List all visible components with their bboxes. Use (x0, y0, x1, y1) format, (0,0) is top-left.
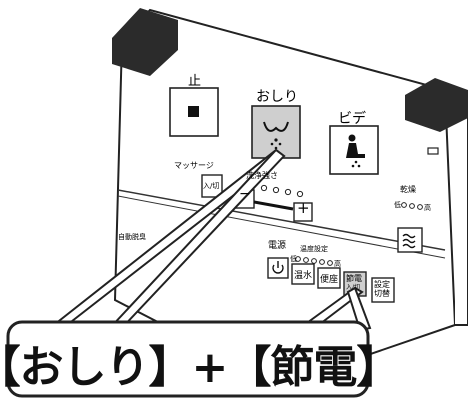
bidet-icon (346, 134, 365, 168)
callout-leaders (48, 148, 372, 334)
warm-water-button[interactable] (291, 263, 315, 285)
dry-label: 乾燥 (400, 185, 416, 194)
temp-setting-label: 温度設定 (300, 245, 328, 253)
oshiri-label: おしり (256, 89, 298, 105)
dry-high-label: 高 (424, 204, 431, 212)
dry-button[interactable] (397, 227, 423, 253)
warm-water-button-label: 温水 (294, 271, 313, 281)
setting-switch-button[interactable] (371, 277, 395, 303)
stop-icon (188, 106, 199, 117)
massage-label: マッサージ (174, 161, 214, 170)
setting-switch-button-label: 設定切替 (374, 280, 390, 298)
dry-low-label: 低 (394, 201, 401, 209)
seat-button-label: 便座 (320, 275, 339, 285)
stop-label: 止 (188, 74, 202, 89)
strength-bar (253, 200, 294, 211)
oshiri-icon (263, 121, 289, 150)
battery-icon (427, 147, 439, 155)
temp-leds (295, 256, 333, 266)
massage-button-label: 入/切 (203, 182, 220, 190)
minus-sign: − (239, 186, 251, 202)
dry-leds (401, 202, 423, 210)
wash-strength-label: 洗浄強さ (246, 171, 278, 180)
callout-box (6, 320, 370, 398)
dry-icon (402, 233, 416, 249)
temp-high-label: 高 (334, 260, 341, 268)
power-label: 電源 (268, 241, 287, 251)
massage-button[interactable] (201, 174, 223, 198)
seat-button[interactable] (317, 267, 341, 289)
bidet-label: ビデ (338, 111, 366, 127)
power-save-button-label: 節電入/切 (346, 274, 362, 291)
plus-button[interactable] (293, 202, 313, 222)
callout-text: 【おしり】+【節電】 (0, 342, 400, 393)
power-icon (272, 261, 284, 274)
plus-sign: + (297, 199, 310, 217)
right-corner-cap (405, 78, 468, 132)
left-corner-cap (112, 8, 178, 76)
auto-deodorize-label: 自動脱臭 (118, 233, 146, 241)
temp-low-label: 低 (290, 255, 297, 263)
